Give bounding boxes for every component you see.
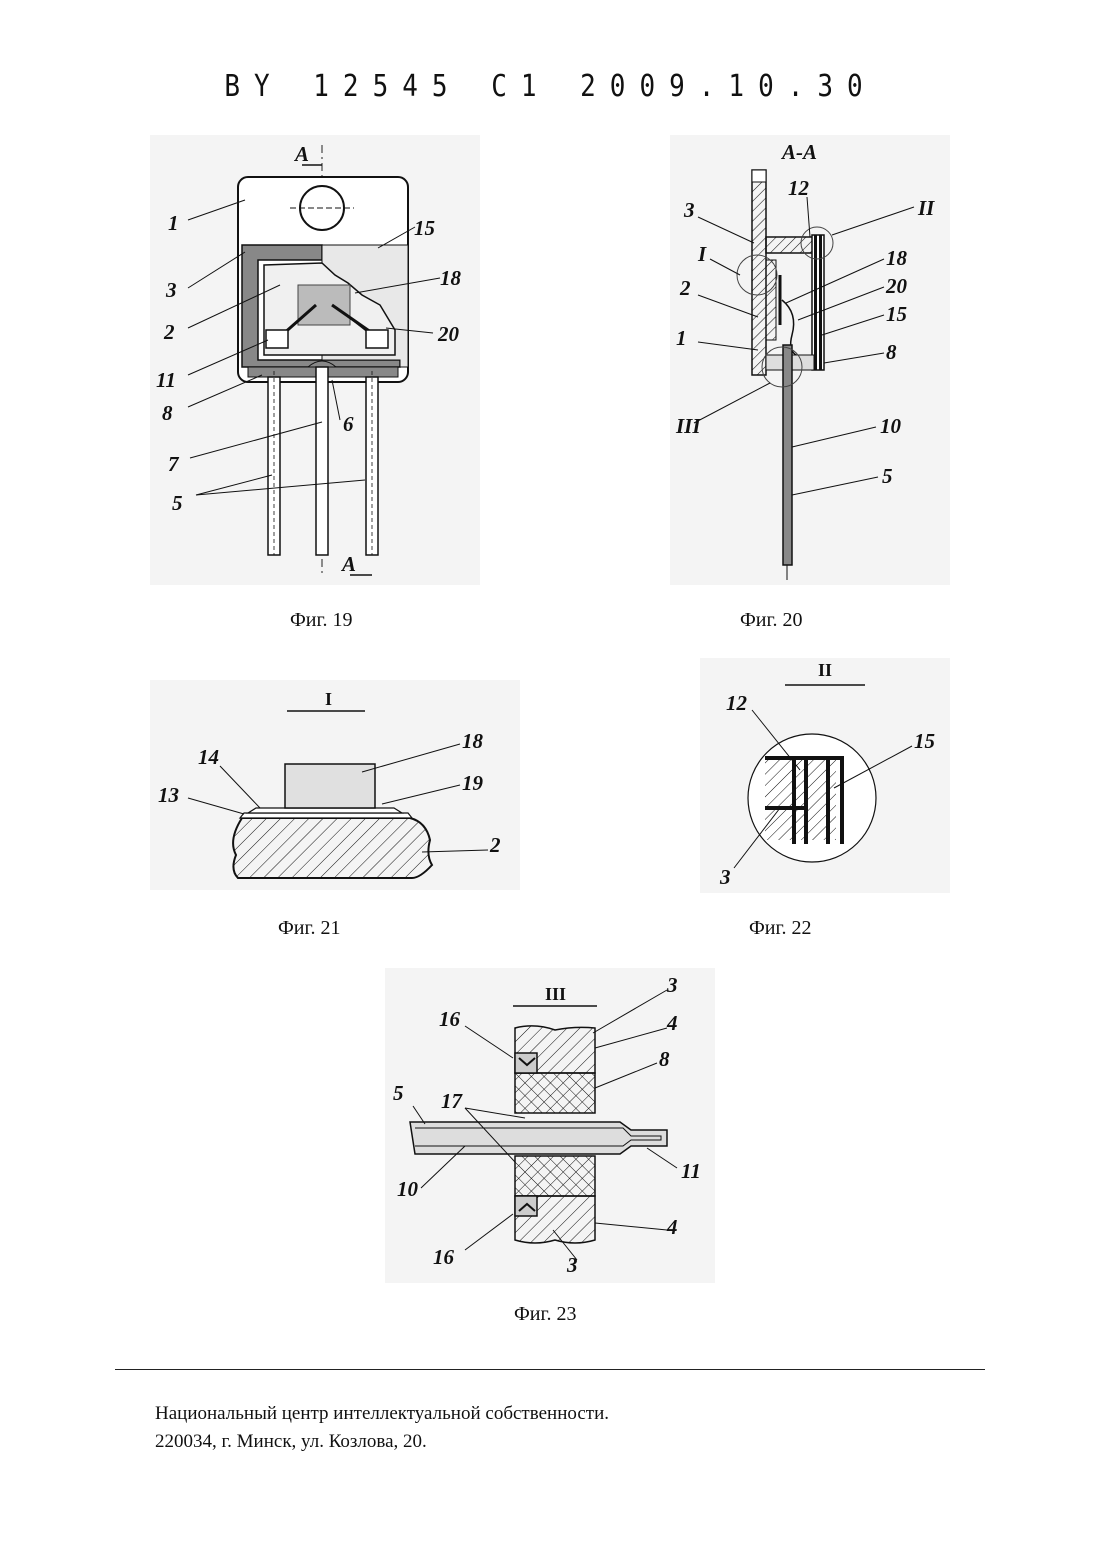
caption-fig-23: Фиг. 23: [514, 1303, 576, 1326]
label-23-8: 8: [659, 1047, 670, 1071]
figure-20-title: A-A: [780, 140, 817, 164]
label-20-12: 12: [788, 176, 810, 200]
caption-fig-20: Фиг. 20: [740, 609, 802, 632]
label-23-17: 17: [441, 1089, 464, 1113]
label-22-12: 12: [726, 691, 748, 715]
label-23-3-top: 3: [666, 973, 678, 997]
figure-20-drawing: A-A 3 12 I: [670, 135, 950, 585]
caption-fig-19: Фиг. 19: [290, 609, 352, 632]
label-23-16-bottom: 16: [433, 1245, 455, 1269]
label-19-2: 2: [163, 320, 175, 344]
label-19-20: 20: [437, 322, 460, 346]
label-19-1: 1: [168, 211, 179, 235]
caption-fig-22: Фиг. 22: [749, 917, 811, 940]
label-23-5: 5: [393, 1081, 404, 1105]
label-19-15: 15: [414, 216, 435, 240]
label-23-4-top: 4: [666, 1011, 678, 1035]
label-19-7: 7: [168, 452, 180, 476]
footer: Национальный центр интеллектуальной собс…: [155, 1400, 609, 1456]
figure-19-drawing: A A: [150, 135, 480, 585]
label-23-4-bottom: 4: [666, 1215, 678, 1239]
label-20-3: 3: [683, 198, 695, 222]
label-20-20: 20: [885, 274, 908, 298]
label-23-3-bottom: 3: [566, 1253, 578, 1277]
label-21-14: 14: [198, 745, 219, 769]
label-19-3: 3: [165, 278, 177, 302]
label-20-III: III: [675, 414, 701, 438]
patent-header: BY 12545 C1 2009.10.30: [0, 70, 1101, 105]
label-20-15: 15: [886, 302, 907, 326]
label-21-2: 2: [489, 833, 501, 857]
label-19-8: 8: [162, 401, 173, 425]
label-20-5: 5: [882, 464, 893, 488]
label-19-6: 6: [343, 412, 354, 436]
label-19-11: 11: [156, 368, 176, 392]
label-20-2: 2: [679, 276, 691, 300]
label-20-10: 10: [880, 414, 902, 438]
caption-fig-21: Фиг. 21: [278, 917, 340, 940]
label-20-18: 18: [886, 246, 908, 270]
figure-23-drawing: III 16 5 17 10 16 3 4: [385, 968, 715, 1283]
footer-line-2: 220034, г. Минск, ул. Козлова, 20.: [155, 1428, 609, 1456]
section-mark-a-bottom: A: [340, 552, 356, 576]
label-19-18: 18: [440, 266, 462, 290]
figure-21-title: I: [325, 689, 332, 709]
label-23-10: 10: [397, 1177, 419, 1201]
label-22-15: 15: [914, 729, 935, 753]
label-20-II: II: [917, 196, 935, 220]
label-23-16-top: 16: [439, 1007, 461, 1031]
footer-line-1: Национальный центр интеллектуальной собс…: [155, 1400, 609, 1428]
label-23-11: 11: [681, 1159, 701, 1183]
label-19-5: 5: [172, 491, 183, 515]
label-21-13: 13: [158, 783, 179, 807]
figure-22-drawing: II 12 15 3: [700, 658, 950, 893]
label-22-3: 3: [719, 865, 731, 889]
figure-23-title: III: [545, 984, 566, 1004]
label-21-19: 19: [462, 771, 484, 795]
figure-21-drawing: I 14 13 18 19 2: [150, 680, 520, 890]
label-20-I: I: [697, 242, 707, 266]
label-20-8: 8: [886, 340, 897, 364]
label-20-1: 1: [676, 326, 687, 350]
section-mark-a-top: A: [293, 142, 309, 166]
figure-22-title: II: [818, 660, 832, 680]
footer-divider: [115, 1369, 985, 1370]
label-21-18: 18: [462, 729, 484, 753]
